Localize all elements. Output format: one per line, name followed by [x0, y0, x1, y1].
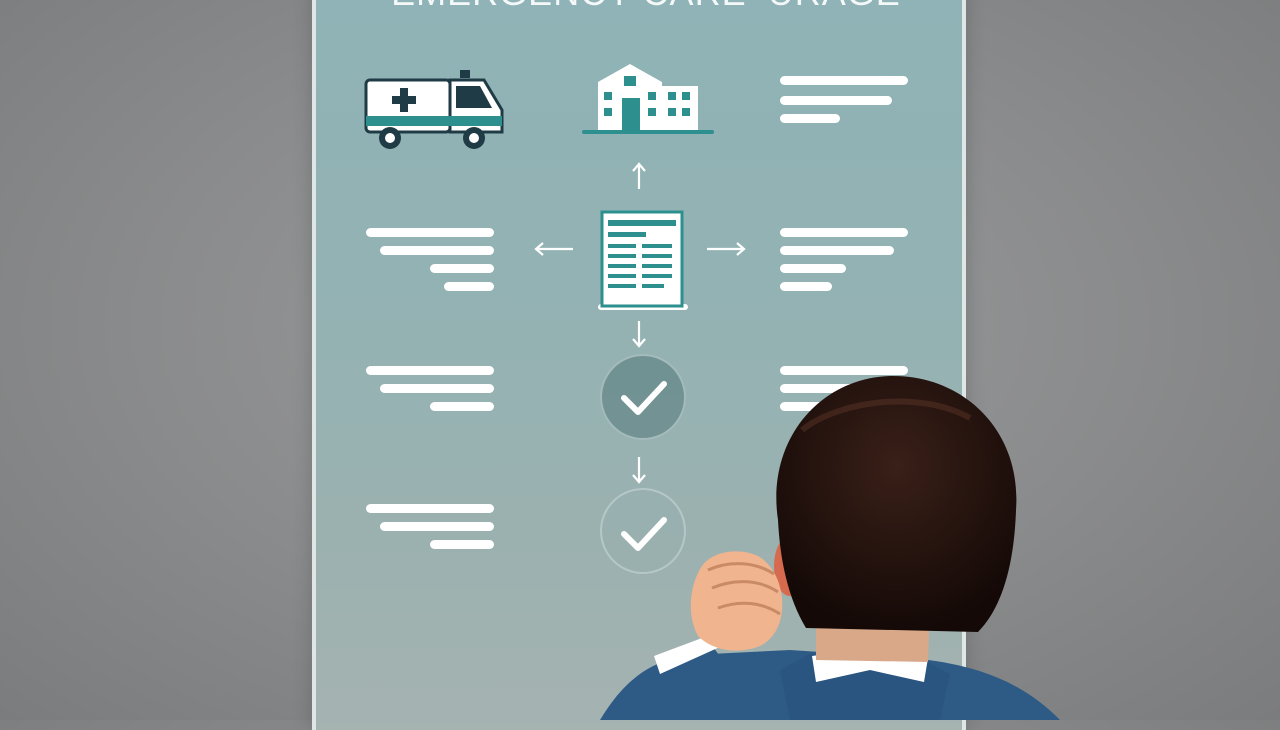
- checkmark-icon: [600, 488, 686, 574]
- person-illustration: [590, 370, 1150, 725]
- ambulance-icon: [364, 68, 508, 163]
- checkmark-icon: [600, 354, 686, 440]
- arrow-down-icon: [632, 320, 646, 348]
- arrow-left-icon: [534, 242, 574, 256]
- document-icon: [594, 208, 690, 319]
- arrow-up-icon: [632, 162, 646, 190]
- infographic-board: EMERGENCY CARE ᐧURAGE: [312, 0, 966, 730]
- board-title: EMERGENCY CARE ᐧURAGE: [366, 0, 926, 14]
- arrow-down-icon: [632, 456, 646, 484]
- hospital-icon: [582, 60, 714, 145]
- arrow-right-icon: [706, 242, 746, 256]
